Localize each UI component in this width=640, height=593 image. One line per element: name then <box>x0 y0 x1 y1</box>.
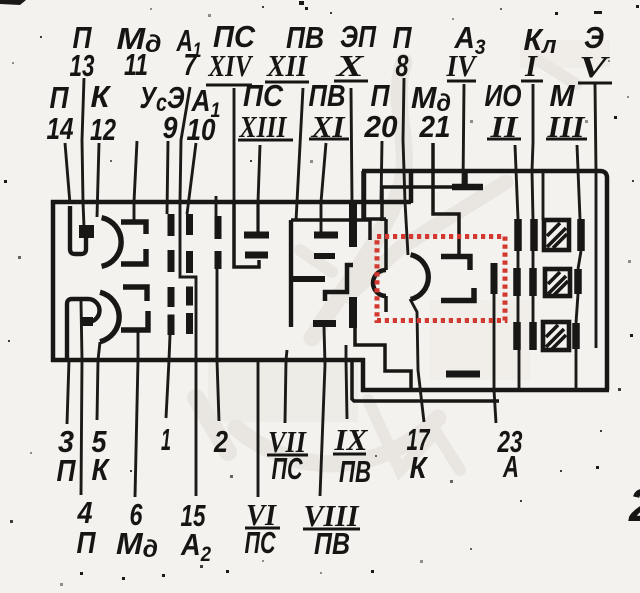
svg-text:К: К <box>92 452 111 487</box>
svg-text:Мд: Мд <box>116 526 158 563</box>
svg-text:12: 12 <box>90 112 116 147</box>
svg-text:П: П <box>393 20 413 55</box>
svg-text:ПВ: ПВ <box>314 526 350 561</box>
svg-text:9: 9 <box>163 110 179 145</box>
svg-text:К: К <box>410 450 429 485</box>
svg-text:ПС: ПС <box>245 525 276 560</box>
svg-text:V: V <box>579 49 610 84</box>
svg-text:VIII: VIII <box>304 498 360 533</box>
svg-text:ПВ: ПВ <box>286 20 324 55</box>
svg-text:10: 10 <box>187 112 216 147</box>
svg-text:13: 13 <box>70 48 95 83</box>
svg-text:П: П <box>57 453 77 488</box>
svg-text:15: 15 <box>181 498 207 533</box>
svg-text:VI: VI <box>246 497 277 532</box>
svg-text:XIII: XIII <box>239 109 288 144</box>
svg-text:VII: VII <box>268 424 307 459</box>
svg-text:6: 6 <box>130 497 144 532</box>
svg-text:Э: Э <box>584 20 604 55</box>
svg-text:К: К <box>91 79 112 114</box>
svg-text:5: 5 <box>92 424 108 459</box>
svg-text:17: 17 <box>407 422 431 457</box>
svg-text:4: 4 <box>77 495 93 530</box>
svg-text:I: I <box>524 48 538 83</box>
svg-text:ПС: ПС <box>213 19 256 54</box>
svg-text:XII: XII <box>266 48 308 83</box>
svg-text:П: П <box>50 80 70 115</box>
svg-text:21: 21 <box>419 109 451 144</box>
svg-text:П: П <box>371 78 391 113</box>
svg-text:ПС: ПС <box>272 451 303 486</box>
svg-text:А2: А2 <box>180 527 211 566</box>
svg-text:23: 23 <box>497 424 523 459</box>
svg-text:X: X <box>335 48 365 83</box>
svg-text:ПВ: ПВ <box>309 78 346 113</box>
svg-text:1: 1 <box>161 422 171 457</box>
svg-text:ИО: ИО <box>485 78 522 113</box>
svg-text:11: 11 <box>124 47 148 82</box>
svg-text:ЭП: ЭП <box>340 19 377 54</box>
svg-text:А: А <box>502 449 519 484</box>
svg-text:А3: А3 <box>454 20 486 59</box>
svg-text:3: 3 <box>58 424 74 459</box>
svg-text:20: 20 <box>364 109 398 144</box>
svg-text:П: П <box>73 20 93 55</box>
svg-text:IV: IV <box>446 48 478 83</box>
svg-text:ПВ: ПВ <box>339 454 371 489</box>
svg-text:2: 2 <box>213 424 228 459</box>
svg-text:7: 7 <box>184 47 198 82</box>
svg-text:М: М <box>550 78 576 113</box>
svg-text:2: 2 <box>628 479 640 531</box>
svg-text:П: П <box>77 525 97 560</box>
svg-text:14: 14 <box>47 111 74 146</box>
svg-text:8: 8 <box>396 48 410 83</box>
svg-text:XIV: XIV <box>208 48 254 83</box>
svg-text:IX: IX <box>333 422 368 457</box>
